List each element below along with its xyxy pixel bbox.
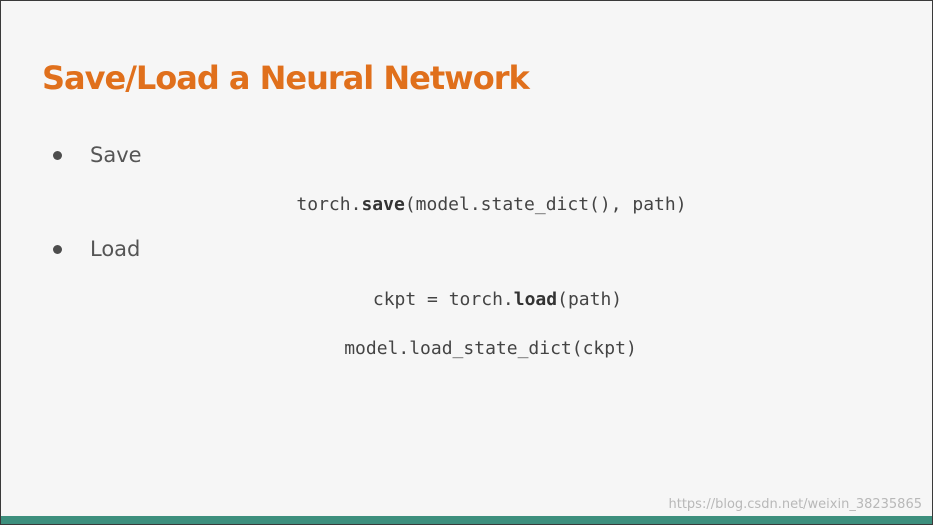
bullet-dot-icon [53,244,62,254]
code-save-post: (model.state_dict(), path) [404,194,687,215]
code-save-fn: save [361,194,405,215]
code-load1-post: (path) [557,289,623,310]
code-save: torch.save(model.state_dict(), path) [25,194,932,215]
slide-title: Save/Load a Neural Network [42,59,530,97]
code-load-line2: model.load_state_dict(ckpt) [344,338,637,359]
code-load-line1: ckpt = torch.load(path) [31,289,932,310]
code-save-pre: torch. [296,194,362,215]
watermark: https://blog.csdn.net/weixin_38235865 [668,497,922,512]
footer-bar [1,516,932,524]
code-load1-pre: ckpt = torch. [372,289,514,310]
bullet-save-label: Save [90,143,142,167]
bullet-dot-icon [53,150,62,160]
code-load1-fn: load [513,289,558,310]
bullet-save: Save [53,143,142,167]
bullet-load-label: Load [90,237,141,261]
bullet-load: Load [53,237,140,261]
